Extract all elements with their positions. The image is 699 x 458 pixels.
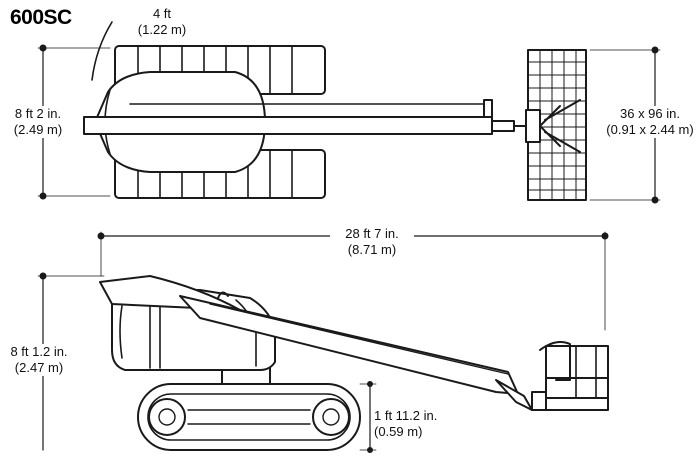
overall-width-metric: (2.49 m)	[13, 122, 63, 137]
width-top-imperial: 4 ft	[152, 6, 172, 21]
platform-size-metric: (0.91 x 2.44 m)	[606, 122, 694, 137]
side-view	[99, 275, 609, 451]
dimension-stowed-length: 28 ft 7 in. (8.71 m)	[330, 226, 414, 258]
side-drive-wheel	[312, 398, 350, 436]
dimension-platform-size: 36 x 96 in. (0.91 x 2.44 m)	[602, 106, 698, 138]
stowed-length-imperial: 28 ft 7 in.	[345, 226, 399, 241]
stowed-height-metric: (2.47 m)	[14, 360, 64, 375]
dimension-width-top: 4 ft (1.22 m)	[134, 6, 190, 38]
dimension-ground-clearance: 1 ft 11.2 in. (0.59 m)	[374, 408, 454, 440]
dimension-overall-width: 8 ft 2 in. (2.49 m)	[4, 106, 72, 138]
width-top-metric: (1.22 m)	[137, 22, 187, 37]
top-boom	[83, 116, 493, 135]
dimension-stowed-height: 8 ft 1.2 in. (2.47 m)	[2, 344, 76, 376]
side-idler-wheel	[148, 398, 186, 436]
stowed-height-imperial: 8 ft 1.2 in.	[10, 344, 68, 359]
platform-size-imperial: 36 x 96 in.	[620, 106, 680, 121]
model-name: 600SC	[10, 6, 72, 29]
ground-clearance-imperial: 1 ft 11.2 in.	[374, 408, 438, 423]
ground-clearance-metric: (0.59 m)	[374, 424, 423, 439]
overall-width-imperial: 8 ft 2 in.	[14, 106, 62, 121]
top-view	[83, 21, 587, 201]
stowed-length-metric: (8.71 m)	[347, 242, 397, 257]
